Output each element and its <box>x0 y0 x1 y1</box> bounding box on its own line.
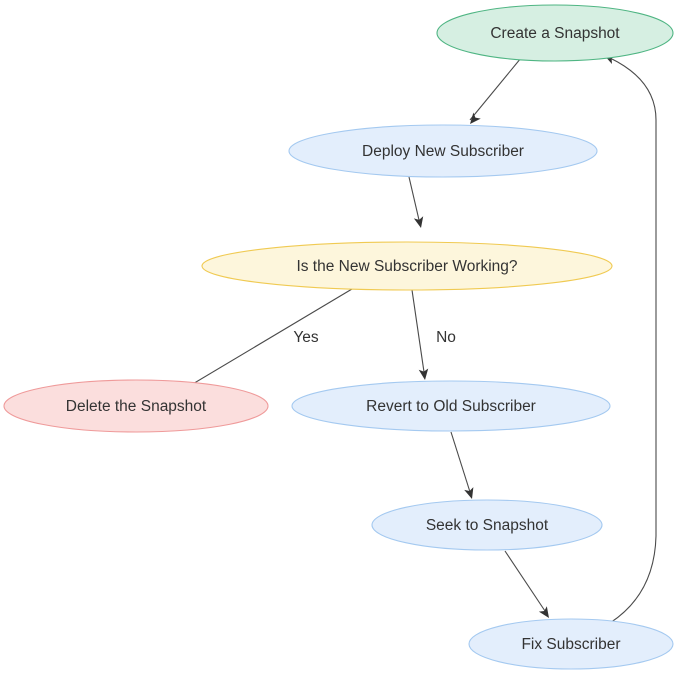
node-shape-delete-the-snapshot[interactable] <box>3 379 269 433</box>
arrowhead-icon <box>418 368 429 380</box>
node-is-new-subscriber-working[interactable]: Is the New Subscriber Working? <box>201 241 613 291</box>
node-deploy-new-subscriber[interactable]: Deploy New Subscriber <box>288 124 598 178</box>
edge-is-new-subscriber-working-to-revert-to-old-subscriber <box>411 289 429 380</box>
node-label-seek-to-snapshot: Seek to Snapshot <box>426 517 549 534</box>
edge-fix-subscriber-to-create-snapshot <box>604 55 657 624</box>
node-shape-fix-subscriber[interactable] <box>468 618 674 670</box>
node-shape-is-new-subscriber-working[interactable] <box>201 241 613 291</box>
node-create-snapshot[interactable]: Create a Snapshot <box>436 4 674 62</box>
node-delete-the-snapshot[interactable]: Delete the Snapshot <box>3 379 269 433</box>
edge-line <box>504 550 546 612</box>
node-label-is-new-subscriber-working: Is the New Subscriber Working? <box>296 258 517 275</box>
edge-revert-to-old-subscriber-to-seek-to-snapshot <box>450 431 474 499</box>
edge-label-yes: Yes <box>293 329 319 346</box>
edge-line <box>411 289 425 373</box>
arrowhead-icon <box>470 112 481 124</box>
node-label-deploy-new-subscriber: Deploy New Subscriber <box>362 143 524 160</box>
node-shape-revert-to-old-subscriber[interactable] <box>291 380 611 432</box>
edge-create-snapshot-to-deploy-new-subscriber <box>469 57 522 124</box>
edge-seek-to-snapshot-to-fix-subscriber <box>504 550 549 618</box>
edge-line <box>469 57 522 121</box>
node-fix-subscriber[interactable]: Fix Subscriber <box>468 618 674 670</box>
edge-is-new-subscriber-working-to-delete-the-snapshot <box>180 288 353 392</box>
node-seek-to-snapshot[interactable]: Seek to Snapshot <box>371 499 603 551</box>
arrowhead-icon <box>464 487 474 499</box>
edge-label-no: No <box>436 329 456 346</box>
edge-line <box>408 176 420 221</box>
edge-line <box>450 431 471 493</box>
node-shape-create-snapshot[interactable] <box>436 4 674 62</box>
node-label-delete-the-snapshot: Delete the Snapshot <box>66 398 207 415</box>
edge-line <box>609 57 657 624</box>
node-label-create-snapshot: Create a Snapshot <box>490 25 620 42</box>
arrowhead-icon <box>413 216 424 228</box>
edge-labels-layer: Yes No <box>293 329 456 346</box>
node-shape-deploy-new-subscriber[interactable] <box>288 124 598 178</box>
node-label-fix-subscriber: Fix Subscriber <box>521 636 620 653</box>
arrowhead-icon <box>538 606 549 618</box>
edge-line <box>185 288 353 389</box>
edge-deploy-new-subscriber-to-is-new-subscriber-working <box>408 176 424 228</box>
node-shape-seek-to-snapshot[interactable] <box>371 499 603 551</box>
node-revert-to-old-subscriber[interactable]: Revert to Old Subscriber <box>291 380 611 432</box>
node-label-revert-to-old-subscriber: Revert to Old Subscriber <box>366 398 536 415</box>
